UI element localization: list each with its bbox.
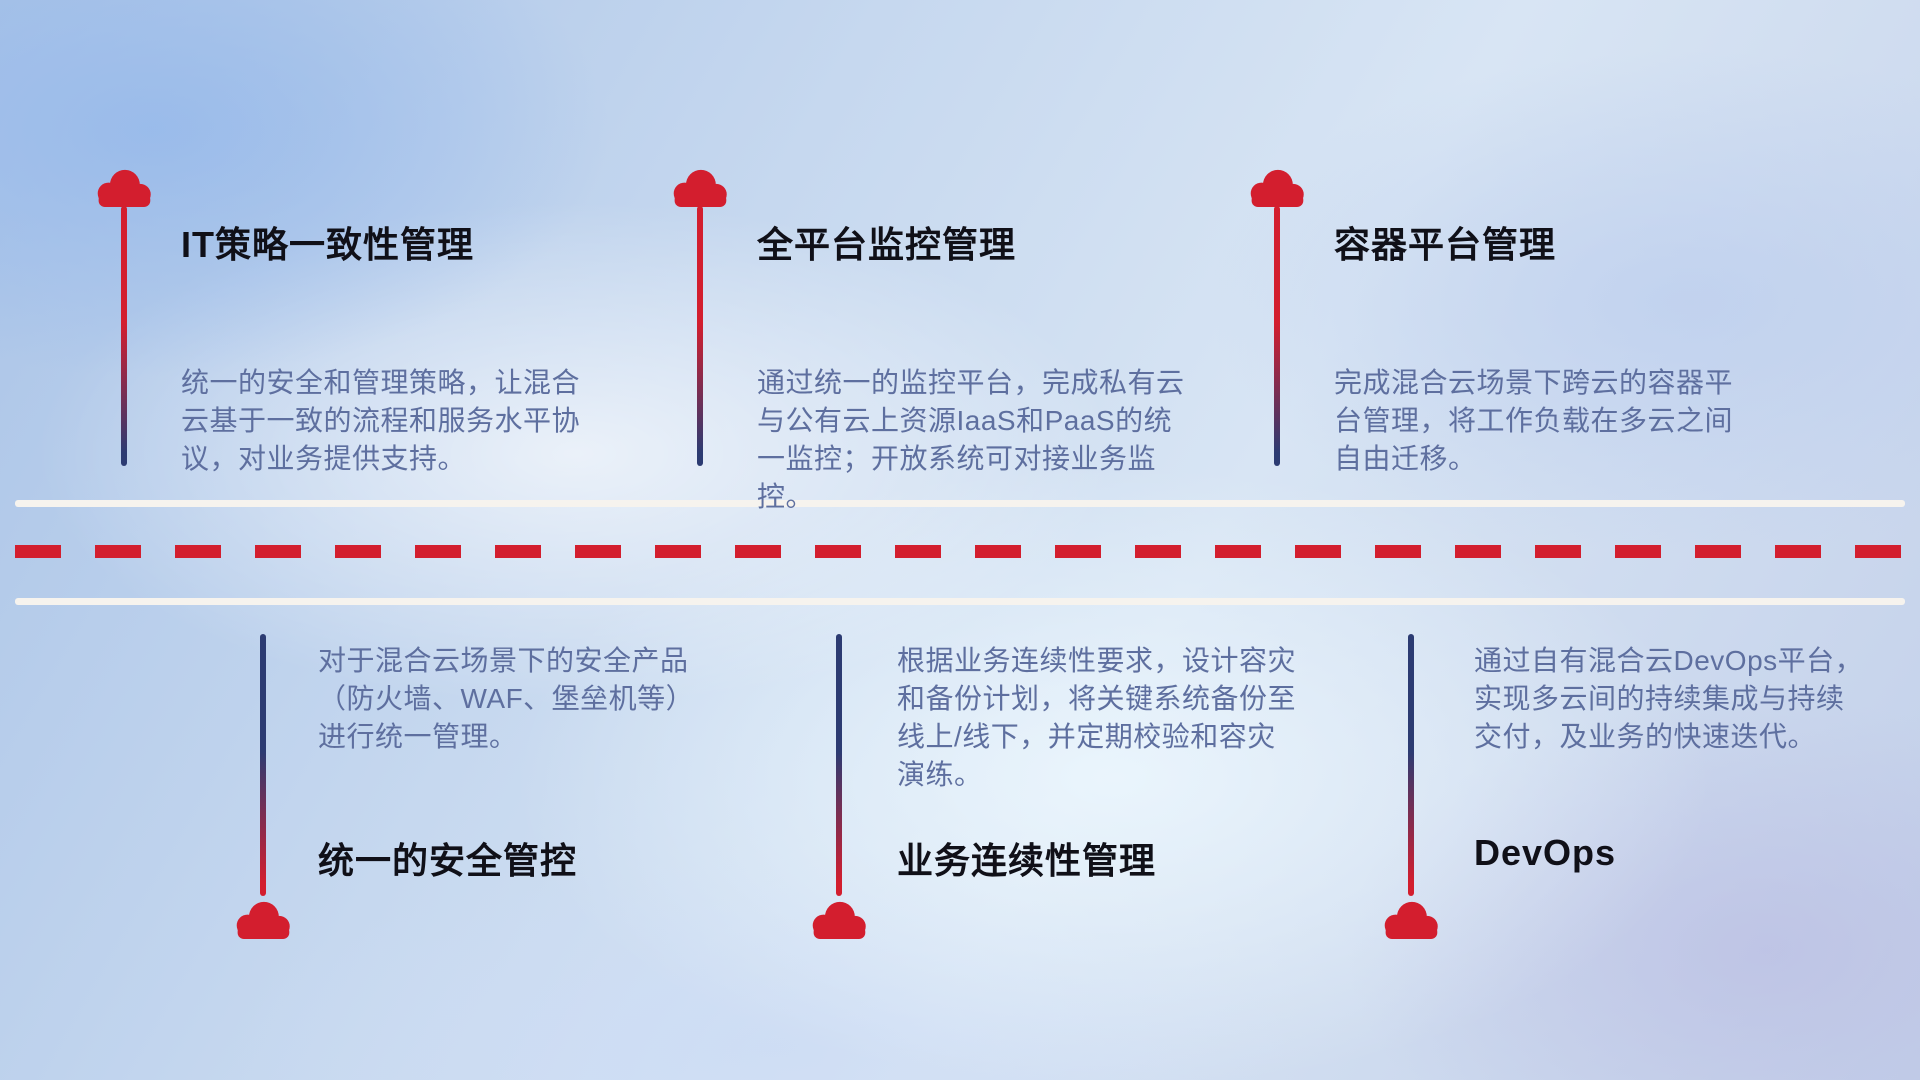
cloud-icon (234, 900, 292, 940)
item-description: 统一的安全和管理策略，让混合云基于一致的流程和服务水平协议，对业务提供支持。 (181, 367, 581, 475)
connector-line (121, 206, 127, 466)
item-title: 全平台监控管理 (757, 224, 1017, 265)
item-title: 统一的安全管控 (318, 840, 578, 881)
item-description: 通过统一的监控平台，完成私有云与公有云上资源IaaS和PaaS的统一监控；开放系… (757, 367, 1185, 513)
item-title: 容器平台管理 (1334, 224, 1557, 265)
connector-line (836, 634, 842, 896)
item-title: DevOps (1474, 832, 1617, 873)
cloud-icon (671, 168, 729, 208)
item-title: IT策略一致性管理 (181, 224, 474, 265)
connector-line (260, 634, 266, 896)
road-dashed-center-line (15, 545, 1905, 558)
road-top-line (15, 500, 1905, 507)
item-description: 对于混合云场景下的安全产品（防火墙、WAF、堡垒机等）进行统一管理。 (318, 645, 695, 753)
connector-line (1408, 634, 1414, 896)
cloud-icon (810, 900, 868, 940)
item-description: 完成混合云场景下跨云的容器平台管理，将工作负载在多云之间自由迁移。 (1334, 367, 1734, 475)
item-description: 根据业务连续性要求，设计容灾和备份计划，将关键系统备份至线上/线下，并定期校验和… (897, 645, 1297, 791)
road-bottom-line (15, 598, 1905, 605)
cloud-icon (95, 168, 153, 208)
cloud-icon (1382, 900, 1440, 940)
connector-line (697, 206, 703, 466)
connector-line (1274, 206, 1280, 466)
item-title: 业务连续性管理 (897, 840, 1157, 881)
cloud-icon (1248, 168, 1306, 208)
item-description: 通过自有混合云DevOps平台，实现多云间的持续集成与持续交付，及业务的快速迭代… (1474, 645, 1864, 753)
